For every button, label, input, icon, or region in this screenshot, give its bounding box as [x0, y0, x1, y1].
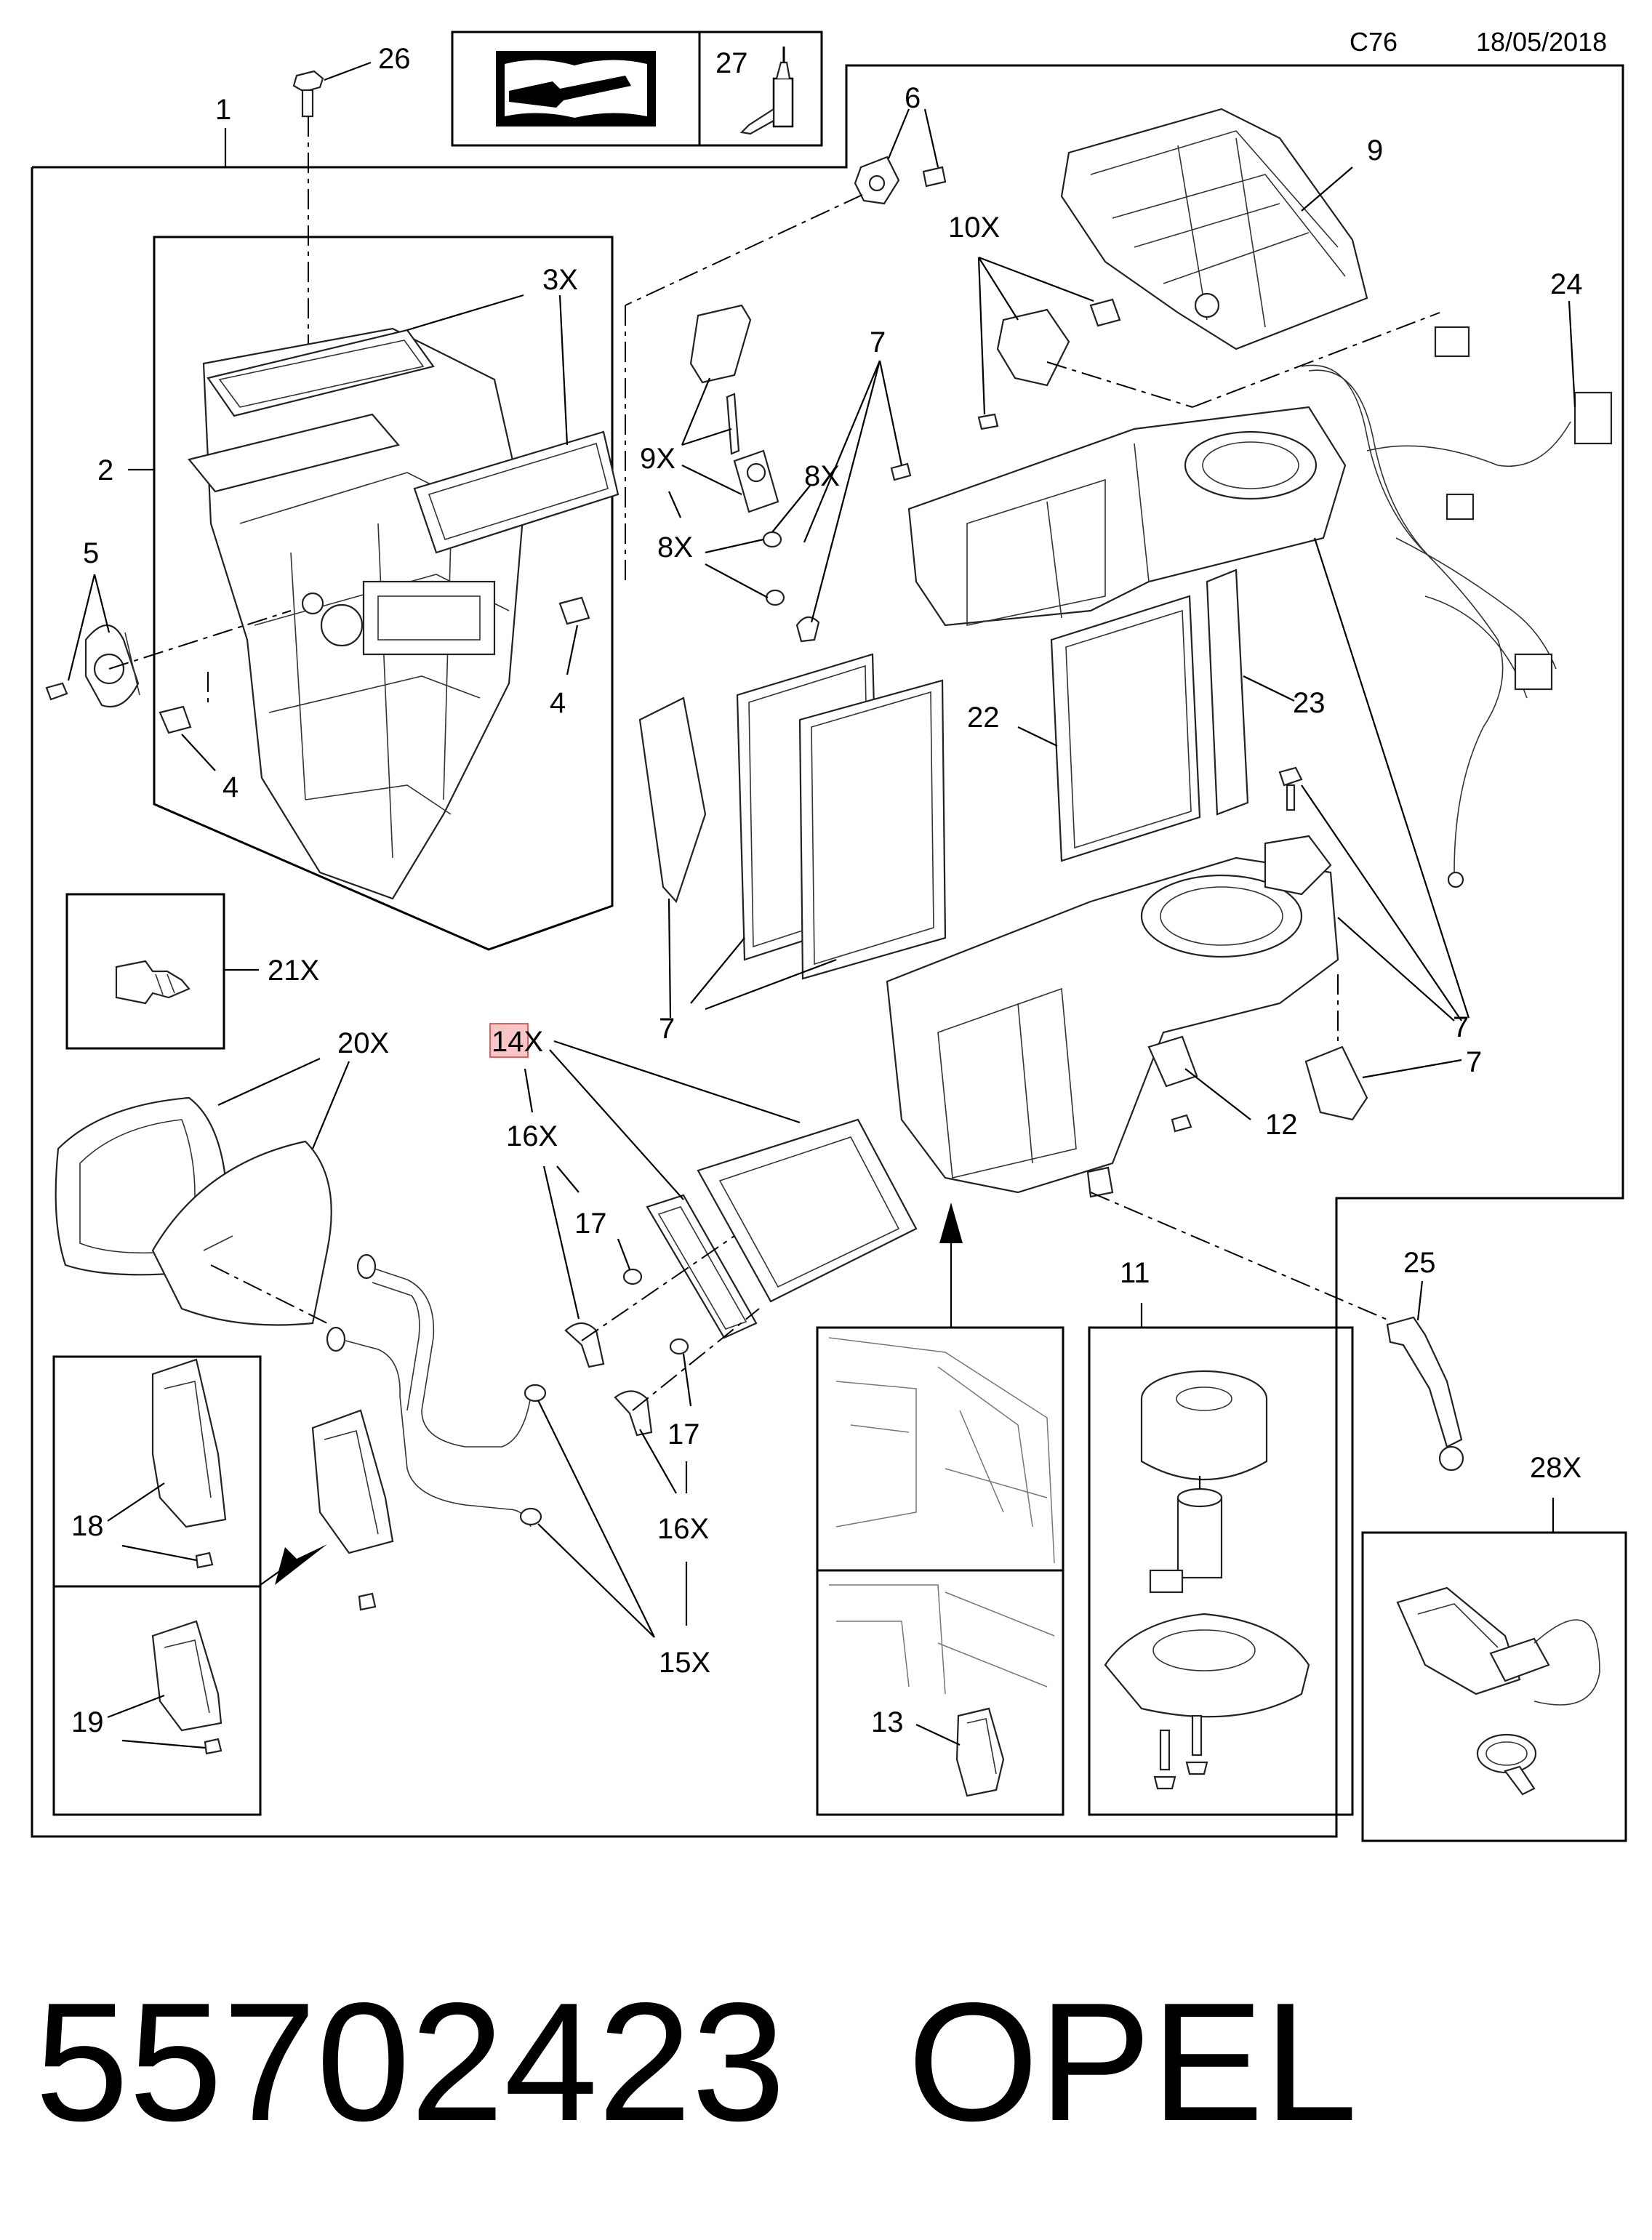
outlet-gasket-20x	[55, 1096, 332, 1326]
brand-name: OPEL	[907, 1968, 1358, 2156]
callout-5: 5	[83, 537, 99, 569]
callout-17-upper: 17	[574, 1208, 607, 1240]
seal-strip-23	[1206, 569, 1249, 816]
deflector-19	[151, 1620, 222, 1755]
callout-24: 24	[1550, 268, 1583, 300]
seal-8x	[762, 531, 785, 606]
install-arrow	[275, 1544, 327, 1585]
callout-14x: 14X	[492, 1026, 543, 1058]
callout-17-lower: 17	[667, 1418, 700, 1450]
callout-16x-lower: 16X	[657, 1513, 709, 1545]
main-frame	[31, 64, 1624, 1838]
callout-19: 19	[71, 1706, 104, 1738]
install-view-upper	[828, 1337, 1055, 1564]
blower-screws-11	[1153, 1714, 1208, 1790]
callout-1: 1	[215, 94, 231, 126]
callout-18: 18	[71, 1510, 104, 1542]
screw-7-lower	[1278, 766, 1303, 811]
callout-13: 13	[871, 1706, 904, 1738]
callout-9x: 9X	[640, 443, 675, 475]
diagram-date: 18/05/2018	[1476, 27, 1607, 57]
actuator-13	[955, 1707, 1005, 1797]
bracket-7	[1304, 1045, 1368, 1121]
callout-21x: 21X	[268, 955, 319, 987]
deflector-install-view	[311, 1409, 394, 1611]
install-view-lower	[829, 1584, 1055, 1695]
gear-5	[45, 624, 140, 708]
callout-9: 9	[1367, 135, 1383, 166]
callout-7-bottom: 7	[659, 1013, 675, 1045]
info-box: 27	[451, 31, 823, 147]
callout-26: 26	[378, 43, 411, 75]
cabin-filter-22	[1050, 595, 1201, 862]
side-seal-7	[638, 697, 707, 904]
connector-28x	[1396, 1586, 1600, 1706]
diagram-code: C76	[1350, 27, 1398, 57]
callout-28x: 28X	[1530, 1452, 1581, 1484]
sensor-25	[1386, 1316, 1464, 1472]
actuator-box	[816, 1326, 1064, 1816]
callout-2: 2	[97, 454, 113, 486]
lubricant-bottle-icon	[739, 47, 794, 135]
expansion-valve-9x	[689, 304, 779, 513]
heater-core-14x	[646, 1118, 918, 1339]
hvac-housing	[188, 327, 620, 900]
housing-subframe	[153, 236, 614, 951]
upper-case-7	[890, 406, 1347, 627]
deflector-18	[151, 1358, 227, 1569]
evaporator-core-7	[736, 653, 947, 980]
resistor-12	[1147, 1035, 1198, 1133]
callout-22: 22	[967, 702, 1000, 734]
coolant-pipes-15x	[326, 1253, 547, 1528]
wiring-kit-box	[1361, 1531, 1627, 1842]
screw-box-21x	[65, 893, 225, 1050]
blower-motor-11	[1149, 1476, 1223, 1594]
actuator-6	[854, 156, 947, 205]
callout-4-upper: 4	[550, 687, 566, 719]
callout-7-top: 7	[870, 326, 886, 358]
blower-housing-11	[1104, 1613, 1310, 1718]
callout-27: 27	[715, 47, 748, 79]
clip-4-left	[159, 705, 192, 734]
callout-7-right: 7	[1466, 1046, 1482, 1078]
callout-20x: 20X	[337, 1027, 389, 1059]
part-number: 55702423	[35, 1968, 785, 2156]
blower-box	[1088, 1326, 1354, 1816]
intake-housing-9	[1060, 108, 1368, 350]
pipe-clip-7	[795, 616, 820, 643]
callout-6: 6	[905, 82, 921, 114]
callout-4-lower: 4	[222, 771, 238, 803]
actuator-10x	[977, 298, 1121, 430]
clamp-16x-lower	[614, 1390, 653, 1437]
lower-case-7	[886, 835, 1339, 1198]
callout-11: 11	[1120, 1257, 1150, 1289]
callout-10x: 10X	[948, 212, 1000, 244]
cable-tie-28x	[1476, 1733, 1537, 1796]
deflector-box	[52, 1355, 262, 1816]
clamp-16x-upper	[564, 1322, 605, 1368]
service-manual-icon	[496, 51, 656, 127]
seal-17	[622, 1268, 689, 1355]
blower-wheel-11	[1140, 1370, 1268, 1481]
wiring-harness-24	[1301, 326, 1613, 888]
callout-3x: 3X	[542, 264, 578, 296]
callout-12: 12	[1265, 1109, 1298, 1141]
callout-7-group: 7	[1453, 1011, 1469, 1043]
callout-8x-left: 8X	[657, 531, 693, 563]
callout-8x-right: 8X	[804, 460, 840, 492]
callout-16x-upper: 16X	[506, 1120, 558, 1152]
callout-23: 23	[1293, 687, 1326, 719]
clip-4-right	[558, 596, 590, 625]
callout-15x: 15X	[659, 1647, 710, 1679]
highlight-14x	[489, 1023, 529, 1058]
callout-25: 25	[1403, 1247, 1436, 1279]
